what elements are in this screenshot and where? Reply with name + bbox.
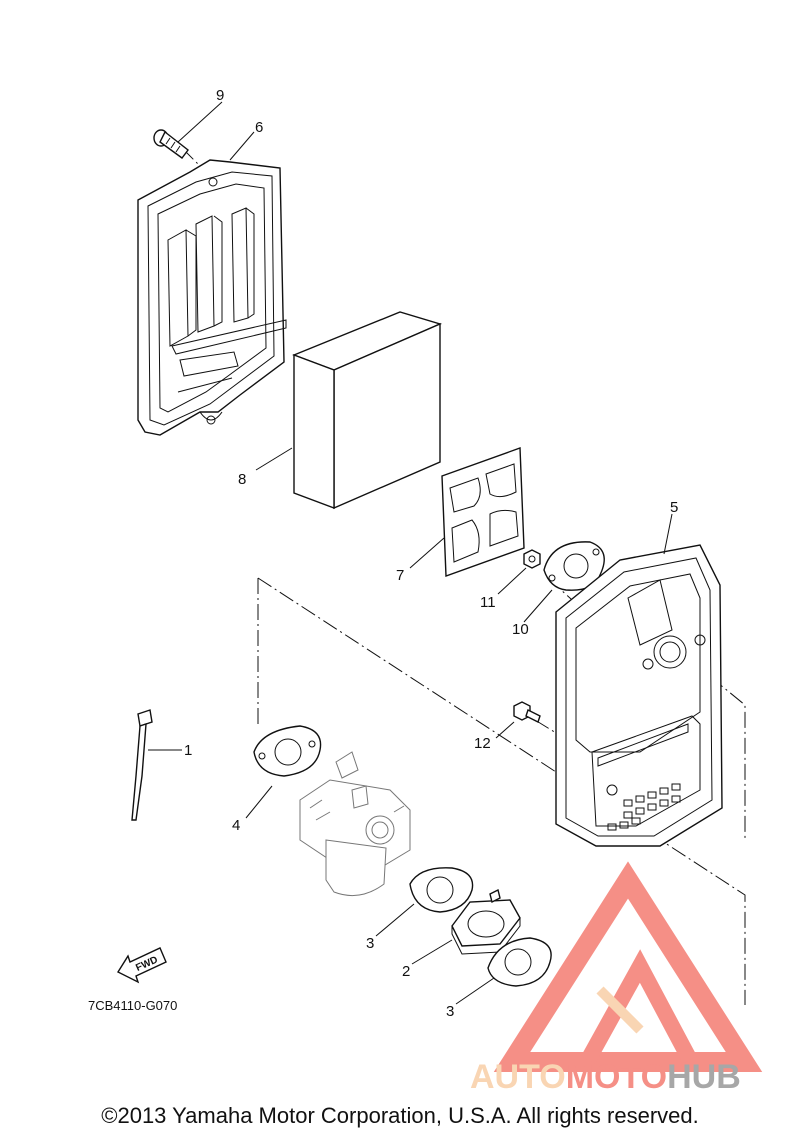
part-4-gasket bbox=[253, 725, 322, 777]
part-6-cleaner-cover bbox=[137, 159, 287, 436]
watermark-auto: AUTO bbox=[470, 1058, 566, 1096]
callout-3a: 3 bbox=[366, 935, 374, 952]
callout-2: 2 bbox=[402, 963, 410, 980]
part-8-filter-element bbox=[292, 311, 443, 510]
callout-3b: 3 bbox=[446, 1003, 454, 1020]
carburetor-reference bbox=[299, 751, 411, 897]
callout-8: 8 bbox=[238, 471, 246, 488]
callout-9: 9 bbox=[216, 87, 224, 104]
reference-code: 7CB4110-G070 bbox=[88, 998, 177, 1013]
callout-11: 11 bbox=[480, 594, 496, 611]
part-10-flange-gasket bbox=[543, 541, 605, 591]
part-2-insulator bbox=[451, 888, 521, 955]
part-1-cable-tie bbox=[131, 709, 153, 821]
leader-lines bbox=[148, 101, 673, 1005]
fwd-arrow: FWD bbox=[116, 947, 167, 984]
watermark-moto: MOTO bbox=[566, 1058, 667, 1096]
part-5-cleaner-case bbox=[555, 544, 723, 847]
part-3b-gasket bbox=[487, 937, 552, 987]
watermark-hub: HUB bbox=[667, 1058, 741, 1096]
callout-7: 7 bbox=[396, 567, 404, 584]
part-3a-gasket bbox=[409, 867, 474, 913]
callout-1: 1 bbox=[184, 742, 192, 759]
part-11-nut bbox=[523, 549, 541, 569]
callout-numbers: 9 6 8 7 5 11 10 12 1 4 3 2 3 bbox=[184, 87, 678, 1020]
callout-4: 4 bbox=[232, 817, 240, 834]
part-12-bolt bbox=[513, 701, 541, 723]
copyright-notice: ©2013 Yamaha Motor Corporation, U.S.A. A… bbox=[101, 1103, 699, 1128]
part-9-screw bbox=[153, 129, 189, 159]
svg-text:AUTOMOTOHUB: AUTOMOTOHUB bbox=[470, 1058, 741, 1096]
callout-6: 6 bbox=[255, 119, 263, 136]
callout-12: 12 bbox=[474, 735, 491, 752]
callout-10: 10 bbox=[512, 621, 529, 638]
part-7-gasket-plate bbox=[441, 447, 525, 577]
automotohub-watermark: AUTOMOTOHUB bbox=[470, 861, 763, 1096]
callout-5: 5 bbox=[670, 499, 678, 516]
